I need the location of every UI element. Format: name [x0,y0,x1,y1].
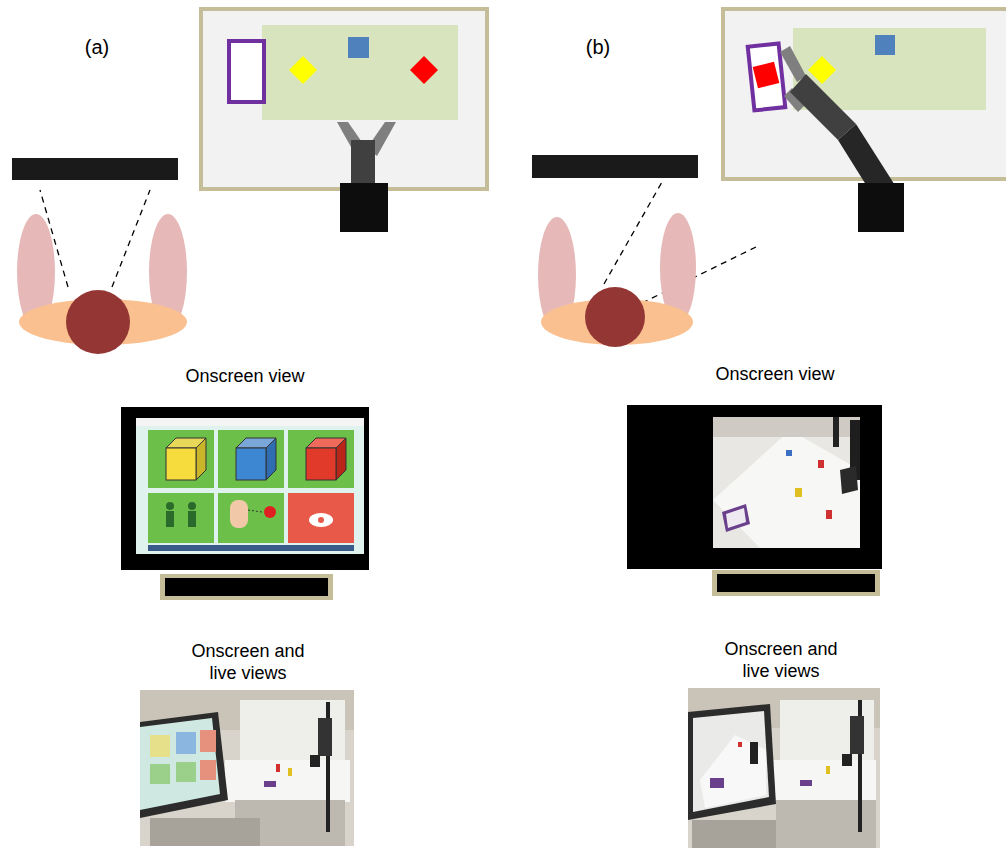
keyboard-stand [712,570,880,596]
monitor [121,407,369,570]
tray [229,41,264,102]
view-line [642,246,758,303]
yellow-block [289,56,317,84]
view-line [112,190,150,287]
robot-arm [351,140,375,186]
caption-label: (b) [568,36,628,58]
caption-label: Onscreen and live views [183,640,313,684]
photo [140,690,354,846]
table [201,9,487,189]
blue-block [348,37,369,58]
screen-bar [532,155,698,178]
blue-block [875,35,895,55]
caption-label: Onscreen view [675,363,875,385]
symbol-grid [148,430,354,551]
view-line [604,182,662,284]
tray [748,44,786,111]
yellow-block [808,56,836,84]
screen-bar [12,158,178,180]
robot-arm [790,74,856,140]
keyboard-stand [160,574,333,600]
red-block [753,62,780,89]
robot-base [340,183,388,232]
monitor [627,405,882,569]
photo [688,688,880,848]
workspace [262,25,458,120]
caption-label: Onscreen and live views [716,638,846,682]
red-block [410,56,438,84]
head [585,287,645,347]
head [66,290,130,354]
caption-label: Onscreen view [145,365,345,387]
gripper [780,46,806,82]
caption-label: (a) [67,36,127,58]
screen [136,418,364,554]
robot-base [858,183,904,232]
camera-view [713,417,860,548]
